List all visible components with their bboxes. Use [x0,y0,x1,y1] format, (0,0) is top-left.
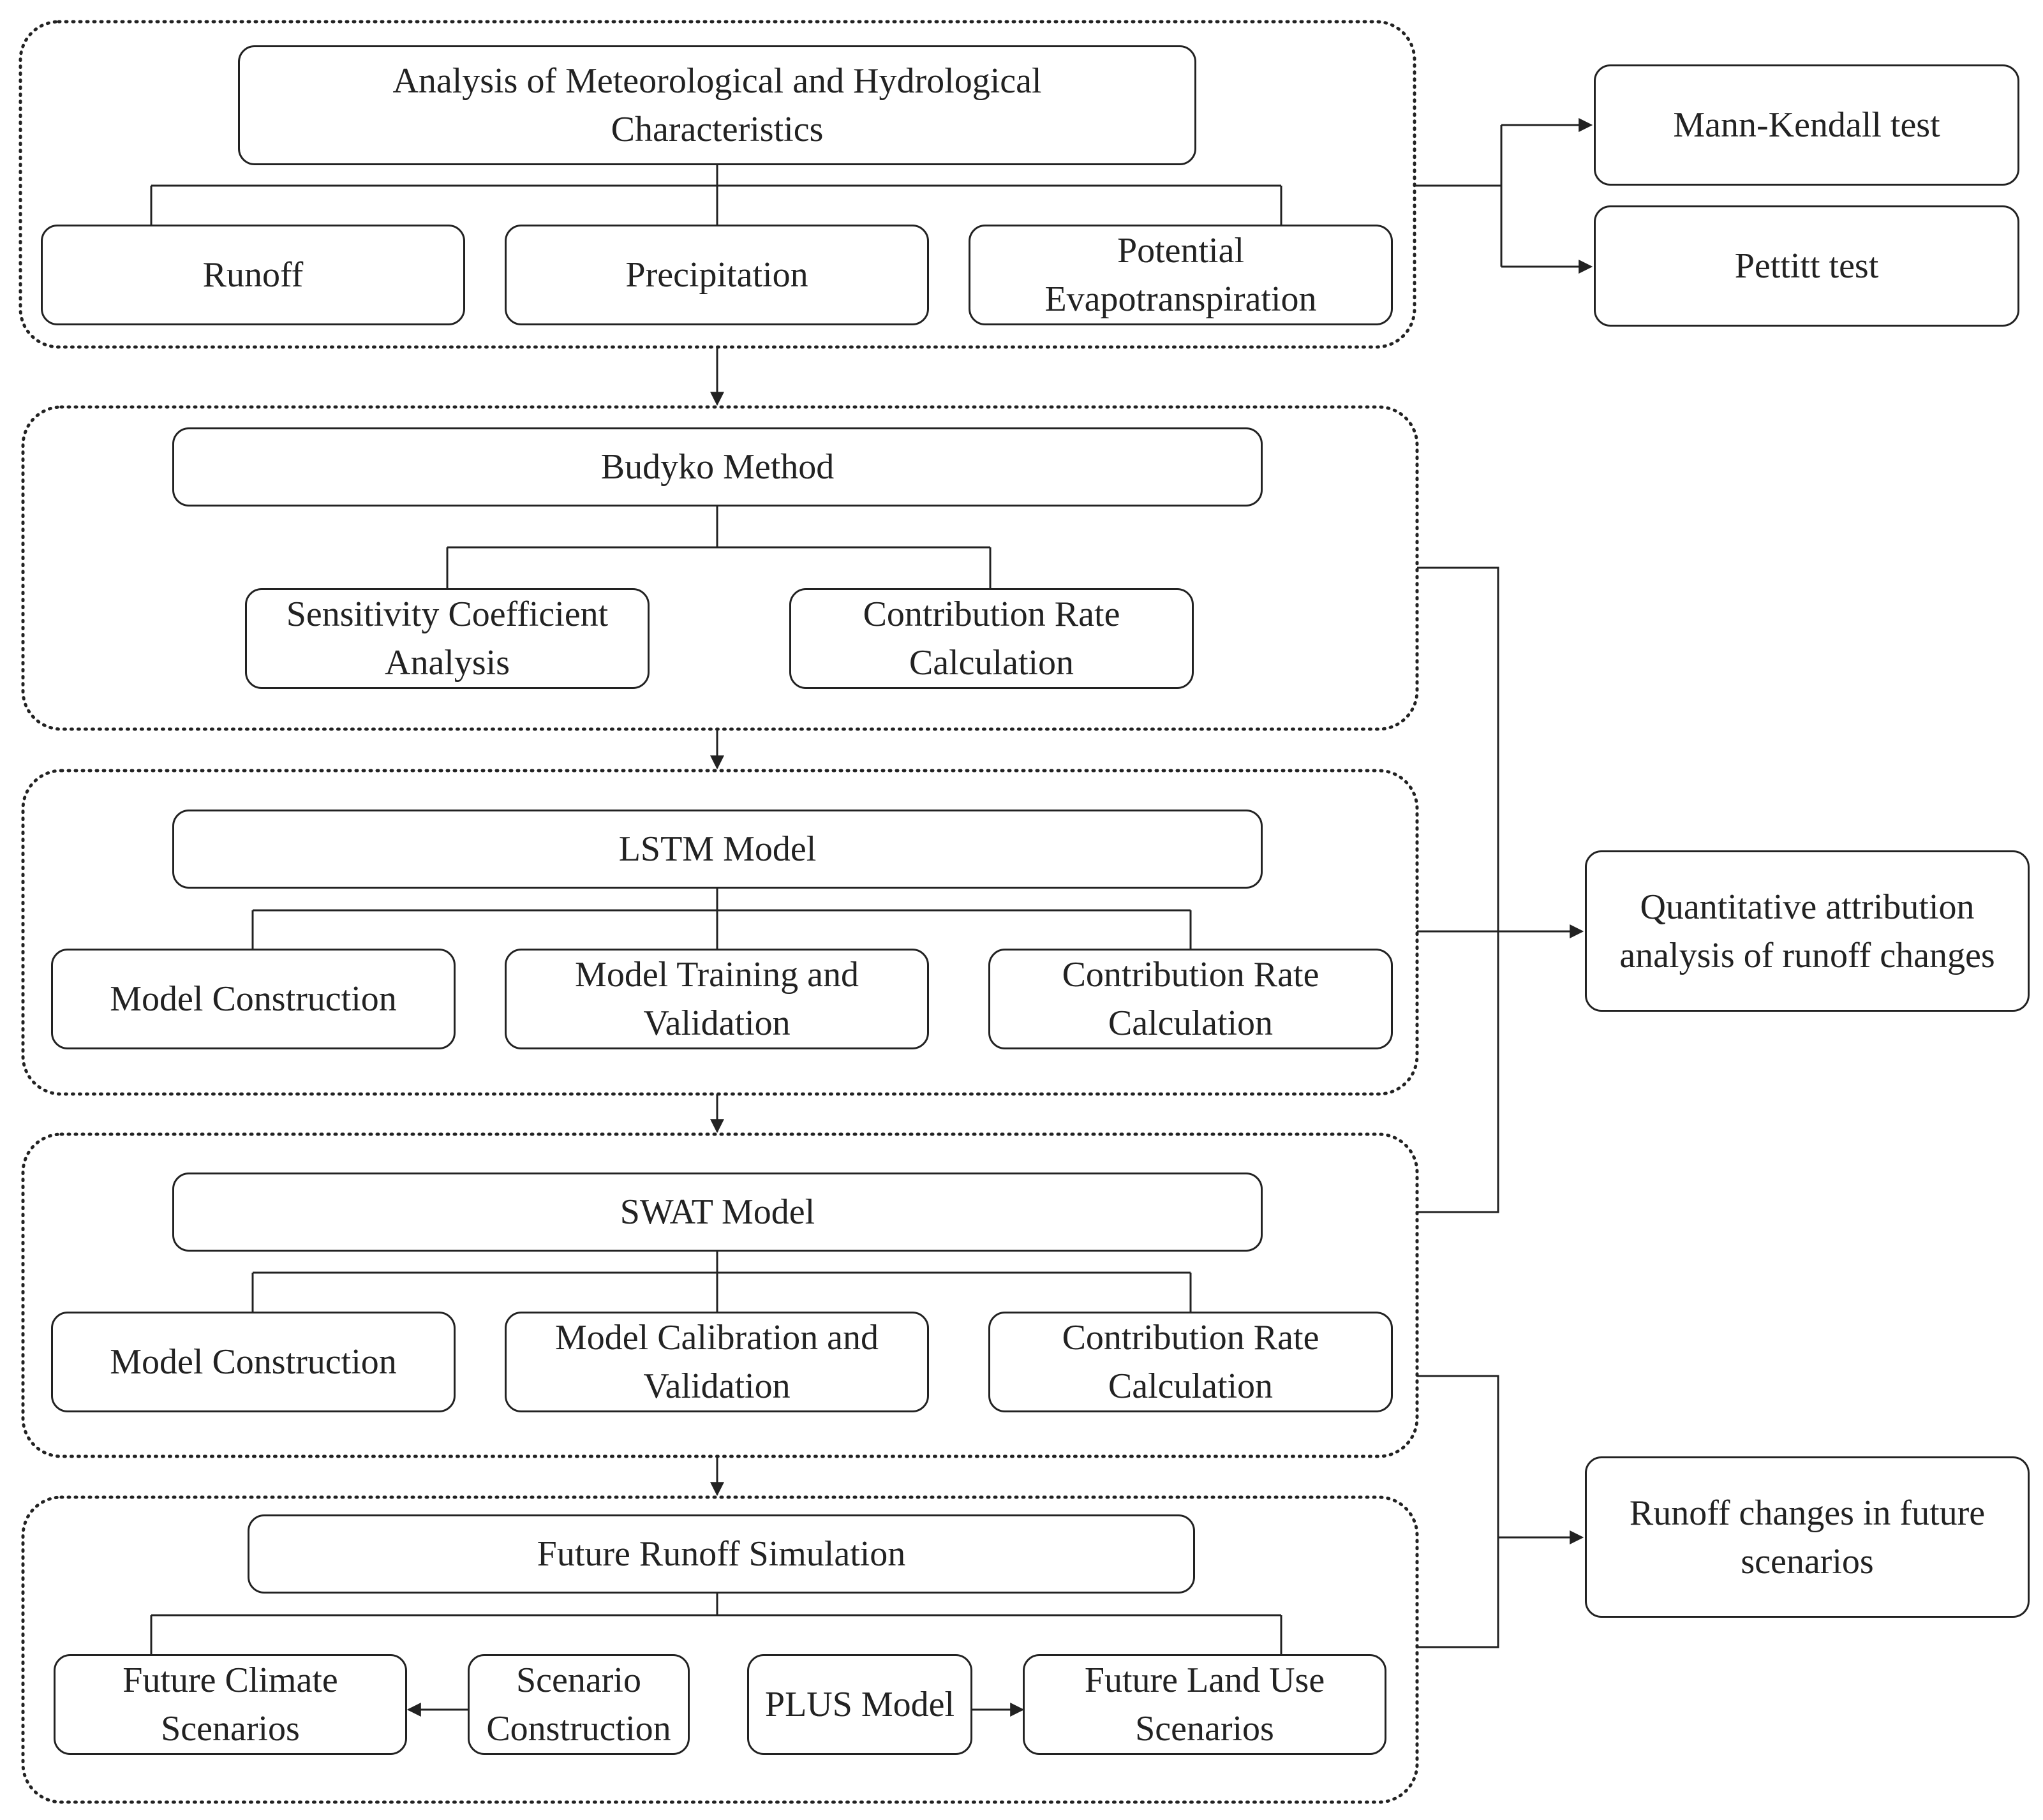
future-climate-scenarios-box: Future Climate Scenarios [54,1654,407,1755]
precipitation-box: Precipitation [505,225,929,325]
pettitt-test-box: Pettitt test [1594,205,2019,327]
lstm-contribution-rate-box: Contribution Rate Calculation [988,949,1393,1049]
stage-future-container [21,1495,1419,1804]
swat-contribution-rate-box: Contribution Rate Calculation [988,1312,1393,1412]
budyko-contribution-rate-box: Contribution Rate Calculation [789,588,1194,689]
scenario-construction-box: Scenario Construction [468,1654,690,1755]
sensitivity-coefficient-box: Sensitivity Coefficient Analysis [245,588,650,689]
swat-title-box: SWAT Model [172,1173,1263,1252]
characteristics-title-box: Analysis of Meteorological and Hydrologi… [238,45,1196,165]
tree-lines-future [150,1594,1282,1654]
future-title-box: Future Runoff Simulation [248,1514,1195,1594]
potential-evapotranspiration-box: Potential Evapotranspiration [969,225,1393,325]
tree-lines-swat [251,1252,1192,1312]
tree-lines-budyko [446,507,992,588]
quantitative-attribution-box: Quantitative attribution analysis of run… [1585,850,2030,1012]
budyko-title-box: Budyko Method [172,427,1263,507]
plus-model-box: PLUS Model [747,1654,972,1755]
connector-future [1417,1375,1499,1648]
stage-swat-container [21,1132,1419,1458]
connector-tests [1415,125,1503,267]
lstm-title-box: LSTM Model [172,810,1263,889]
lstm-model-construction-box: Model Construction [51,949,456,1049]
swat-model-construction-box: Model Construction [51,1312,456,1412]
lstm-training-validation-box: Model Training and Validation [505,949,929,1049]
future-runoff-changes-box: Runoff changes in future scenarios [1585,1456,2030,1618]
future-land-use-scenarios-box: Future Land Use Scenarios [1023,1654,1386,1755]
runoff-box: Runoff [41,225,465,325]
tree-lines-lstm [251,889,1192,949]
mann-kendall-test-box: Mann-Kendall test [1594,64,2019,186]
connector-attribution [1417,566,1499,1213]
tree-lines-characteristics [150,165,1282,225]
swat-calibration-validation-box: Model Calibration and Validation [505,1312,929,1412]
